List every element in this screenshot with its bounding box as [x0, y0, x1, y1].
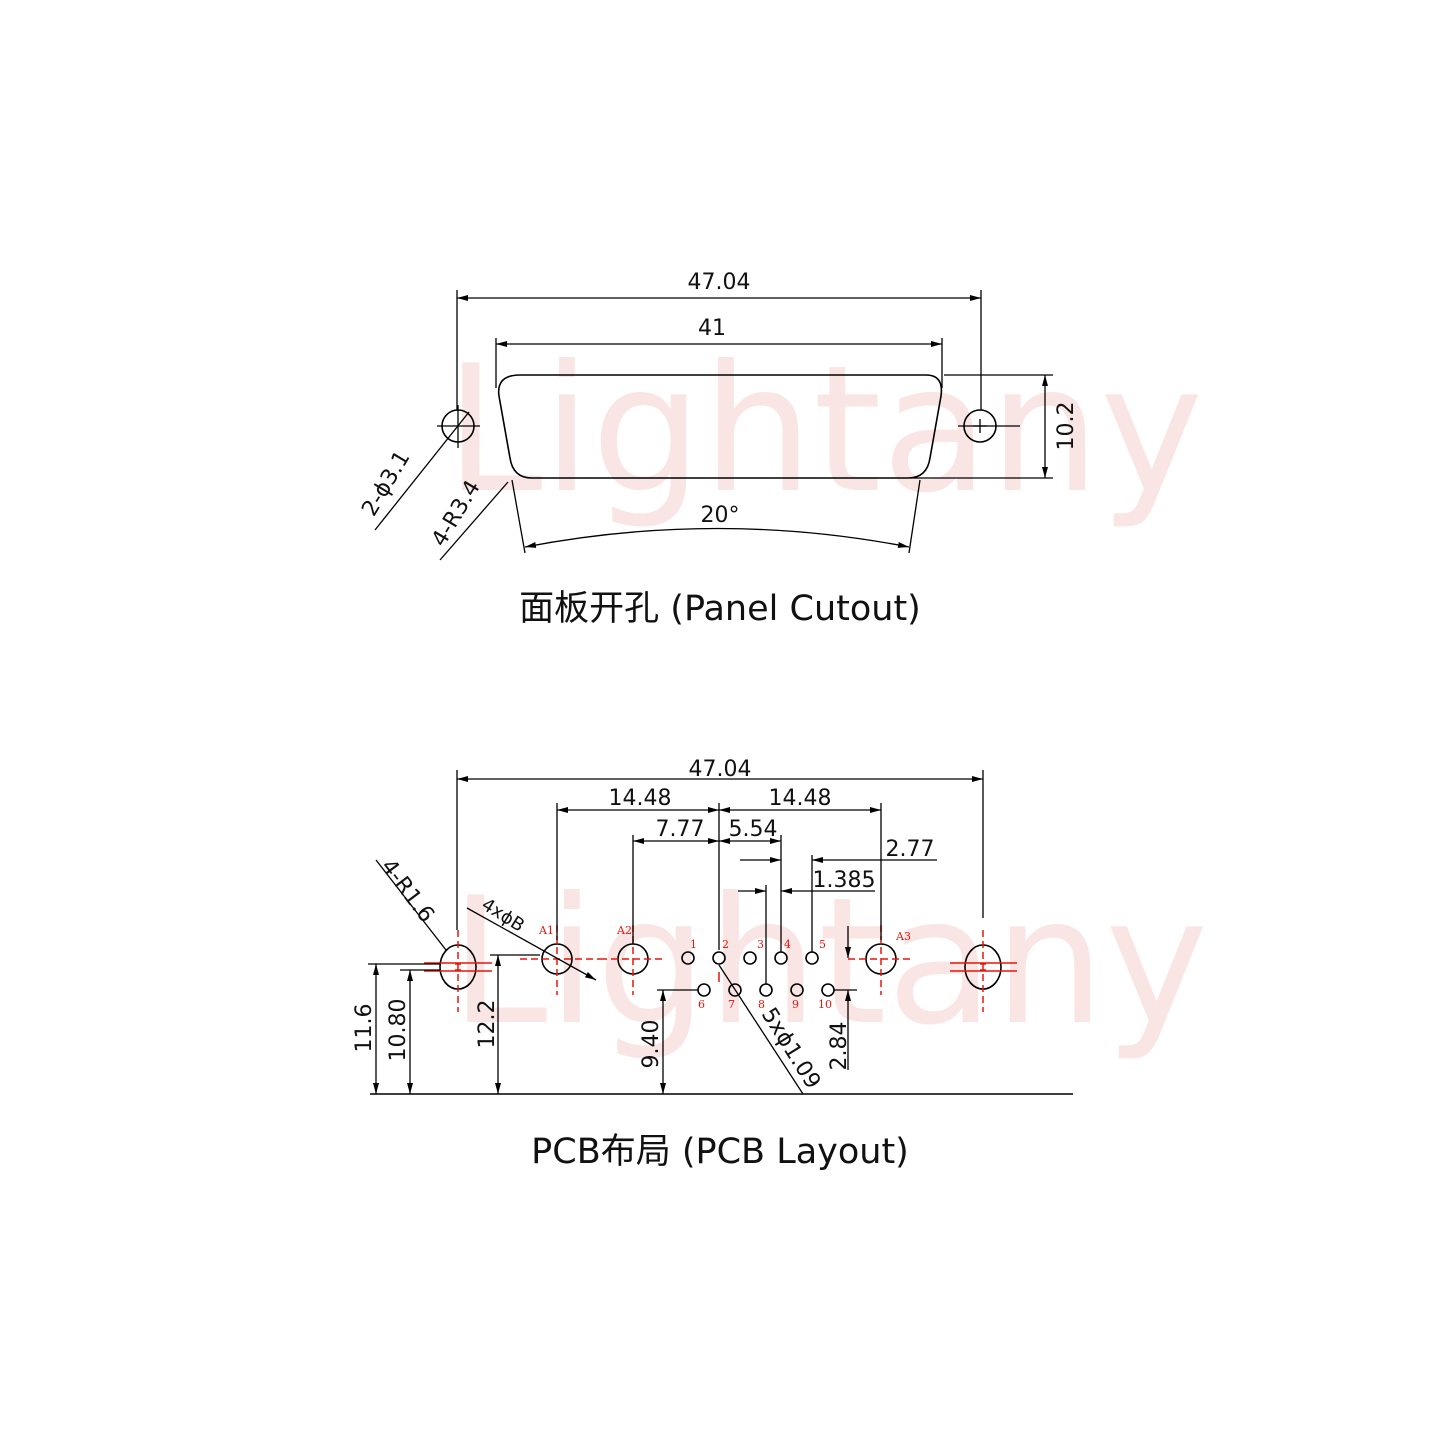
pcb-label-a2: A2	[616, 924, 632, 937]
panel-dim-shell-width: 41	[698, 316, 726, 341]
pcb-pin-label-6: 6	[698, 998, 705, 1011]
pcb-dim-left-half: 14.48	[609, 786, 672, 811]
panel-dim-height: 10.2	[1054, 402, 1079, 451]
pcb-pin-9	[790, 983, 804, 997]
pcb-dim-corner-radius: 4-R1.6	[375, 855, 438, 928]
pcb-dim-overall-width: 47.04	[689, 757, 752, 782]
pcb-pin-label-7: 7	[728, 998, 735, 1011]
pcb-pin-7	[728, 983, 742, 997]
pcb-dim-2-77: 2.77	[886, 837, 935, 862]
pcb-dim-7-77: 7.77	[656, 817, 705, 842]
pcb-pin-label-3: 3	[757, 938, 764, 951]
watermark-top: Lightany	[445, 329, 1203, 532]
pcb-pin-label-4: 4	[784, 938, 791, 951]
pcb-dim-5-54: 5.54	[729, 817, 778, 842]
panel-dim-holes: 2-ϕ3.1	[357, 447, 415, 521]
pcb-dim-2-84: 2.84	[827, 1022, 852, 1071]
pcb-mount-hole-left	[424, 930, 492, 1012]
pcb-pin-label-10: 10	[818, 998, 832, 1011]
pcb-dim-1-385: 1.385	[813, 868, 876, 893]
pcb-caption: PCB布局 (PCB Layout)	[531, 1132, 909, 1172]
pcb-pin-2	[712, 951, 726, 965]
pcb-mount-hole-right	[950, 930, 1017, 1012]
pcb-label-a1: A1	[538, 924, 554, 937]
pcb-pin-label-1: 1	[690, 938, 697, 951]
pcb-pin-3	[743, 951, 757, 965]
pcb-pin-label-2: 2	[722, 938, 729, 951]
pcb-dim-11-6: 11.6	[352, 1004, 377, 1053]
watermark-bottom: Lightany	[450, 861, 1208, 1064]
panel-d-shape	[497, 374, 943, 479]
panel-angle-arc	[524, 527, 910, 548]
pcb-dim-9-40: 9.40	[639, 1020, 664, 1069]
pcb-pin-label-8: 8	[758, 998, 765, 1011]
pcb-label-a3: A3	[895, 930, 911, 943]
pcb-pin-1	[681, 951, 695, 965]
panel-dim-angle: 20°	[701, 503, 740, 528]
pcb-pin-label-5: 5	[819, 938, 826, 951]
panel-dim-overall-width: 47.04	[688, 270, 751, 295]
panel-hole-right	[958, 409, 1020, 443]
pcb-dim-right-half: 14.48	[769, 786, 832, 811]
panel-caption: 面板开孔 (Panel Cutout)	[519, 589, 921, 629]
pcb-dim-10-80: 10.80	[386, 999, 411, 1062]
pcb-pin-label-9: 9	[792, 998, 799, 1011]
pcb-dim-12-2: 12.2	[475, 1000, 500, 1049]
